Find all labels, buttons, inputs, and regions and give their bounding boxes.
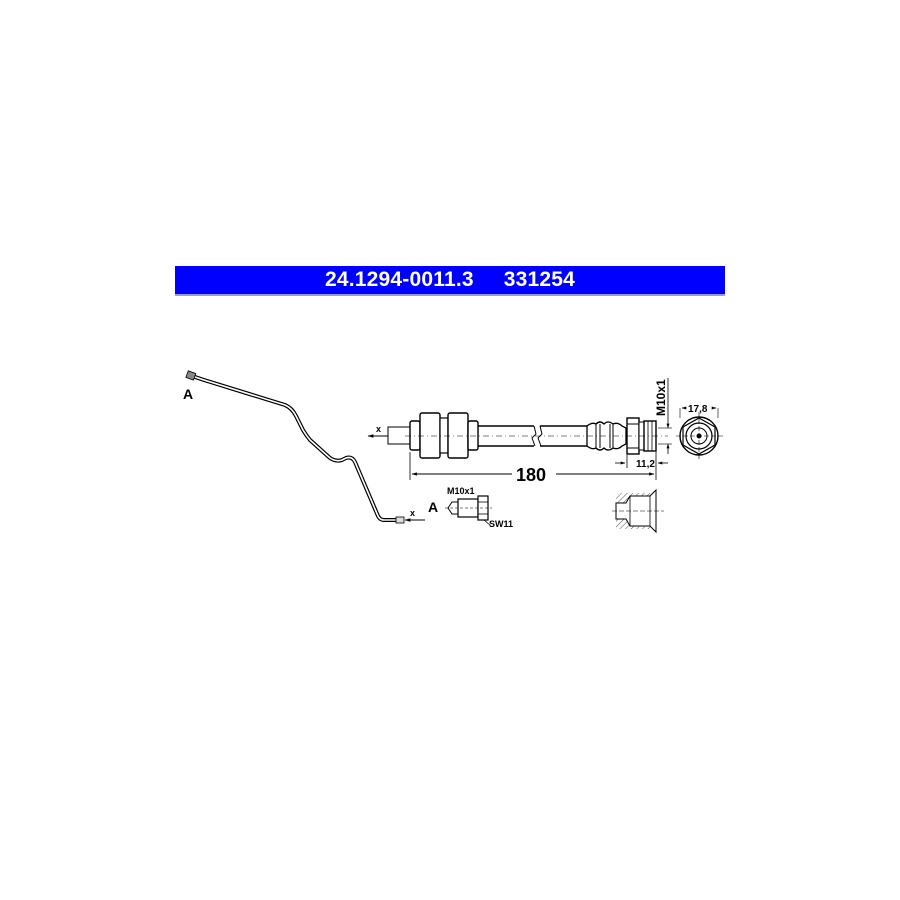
detail-a-wrench-size-label: SW11 [489, 519, 513, 529]
part-number-banner: 24.1294-0011.3 331254 [175, 266, 725, 294]
reference-number: 331254 [503, 268, 576, 291]
hose-side-view: x 180 [367, 378, 672, 485]
part-number: 24.1294-0011.3 [324, 268, 474, 291]
detail-a-view: A M10x1 SW11 [428, 486, 513, 529]
fitting-length-dimension: 11,2 [636, 459, 655, 470]
bent-pipe [191, 374, 398, 522]
bent-pipe-view: A x [183, 370, 425, 524]
end-label-a: A [183, 386, 193, 402]
length-dimension: 180 [516, 465, 546, 485]
thread-dimension: M10x1 [654, 379, 668, 416]
pipe-fitting-a-icon [185, 370, 197, 381]
detail-a-label: A [428, 499, 438, 515]
direction-label-left: x [410, 508, 415, 518]
width-dimension: 17,8 [688, 404, 708, 415]
port-section-view [612, 488, 664, 534]
fitting-end-view: 17,8 [676, 404, 724, 460]
direction-label-hose: x [376, 424, 381, 434]
detail-a-thread-label: M10x1 [447, 486, 475, 496]
